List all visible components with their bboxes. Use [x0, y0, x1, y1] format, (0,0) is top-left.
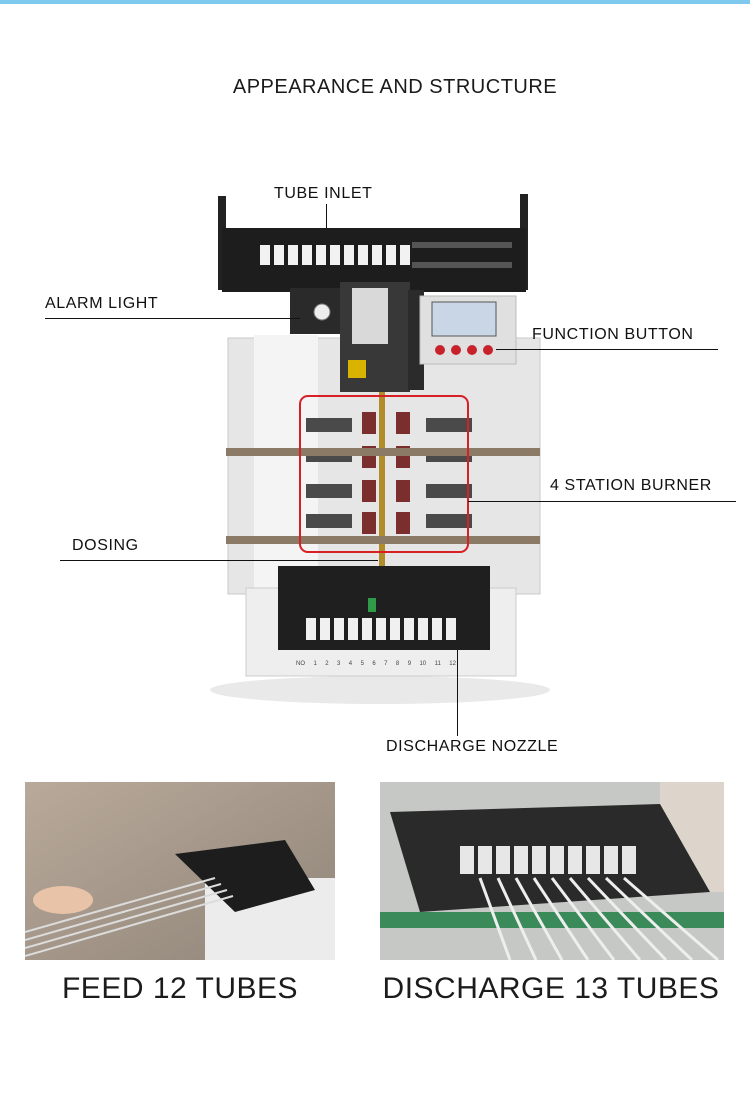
- discharge-photo: [380, 782, 724, 960]
- slot-number: 1: [313, 661, 317, 667]
- feed-tubes: [25, 877, 234, 957]
- top-accent-bar: [0, 0, 750, 4]
- slot-number: 4: [348, 661, 353, 667]
- function-button-leader: [496, 349, 718, 350]
- central-column-plate: [352, 288, 388, 344]
- dosing-leader: [60, 560, 378, 561]
- slot-number: 12: [449, 661, 456, 667]
- burner-rail-upper: [226, 448, 540, 456]
- machine-side-panel: [254, 335, 318, 595]
- tube-rack-slots: [260, 245, 410, 265]
- alarm-light-lamp: [313, 303, 331, 321]
- slot-number: NO: [296, 661, 305, 667]
- burner-rail-lower: [226, 536, 540, 544]
- feed-photo-illustration: [25, 782, 335, 960]
- slot-number: 2: [325, 661, 329, 667]
- discharge-photo-slots: [460, 846, 636, 874]
- machine-illustration: [210, 194, 550, 704]
- tube-rack-rail: [412, 262, 512, 268]
- operator-hand: [33, 886, 93, 914]
- tube-inlet-label: TUBE INLET: [274, 185, 373, 202]
- burner-highlight-box: [299, 395, 469, 553]
- tube-rack-rail: [412, 242, 512, 248]
- sensor-block: [348, 360, 366, 378]
- alarm-light-label: ALARM LIGHT: [45, 295, 159, 312]
- discharge-photo-tubes: [478, 876, 719, 960]
- dosing-label: DOSING: [72, 537, 139, 554]
- discharge-photo-green-strip: [380, 912, 724, 928]
- discharge-caption: DISCHARGE 13 TUBES: [382, 972, 720, 1005]
- slot-number: 7: [384, 661, 388, 667]
- feed-machine-black-head: [175, 840, 315, 912]
- dosing-marker: [368, 598, 376, 612]
- page-title: APPEARANCE AND STRUCTURE: [232, 76, 558, 98]
- dosing-guide: [379, 392, 385, 592]
- slot-number: 6: [372, 661, 376, 667]
- feed-photo: [25, 782, 335, 960]
- slot-number: 3: [337, 661, 341, 667]
- slot-number-row: NO 1 2 3 4 5 6 7 8 9 10 11 12: [296, 661, 456, 667]
- alarm-light-leader: [45, 318, 300, 319]
- station-burner-label: 4 STATION BURNER: [550, 477, 712, 494]
- discharge-nozzle-label: DISCHARGE NOZZLE: [386, 738, 559, 755]
- discharge-nozzle-leader: [457, 650, 458, 736]
- slot-number: 9: [407, 661, 412, 667]
- machine-shadow: [210, 676, 550, 704]
- function-button-label: FUNCTION BUTTON: [532, 326, 694, 343]
- station-burner-leader: [468, 501, 736, 502]
- discharge-slots: [306, 618, 456, 640]
- slot-number: 8: [395, 661, 400, 667]
- feed-caption: FEED 12 TUBES: [61, 972, 299, 1005]
- control-panel-screen: [431, 301, 497, 337]
- slot-number: 5: [360, 661, 364, 667]
- slot-number: 11: [434, 661, 441, 667]
- discharge-photo-illustration: [380, 782, 724, 960]
- slot-number: 10: [419, 661, 427, 667]
- tube-inlet-leader: [326, 204, 327, 228]
- function-buttons: [435, 345, 493, 355]
